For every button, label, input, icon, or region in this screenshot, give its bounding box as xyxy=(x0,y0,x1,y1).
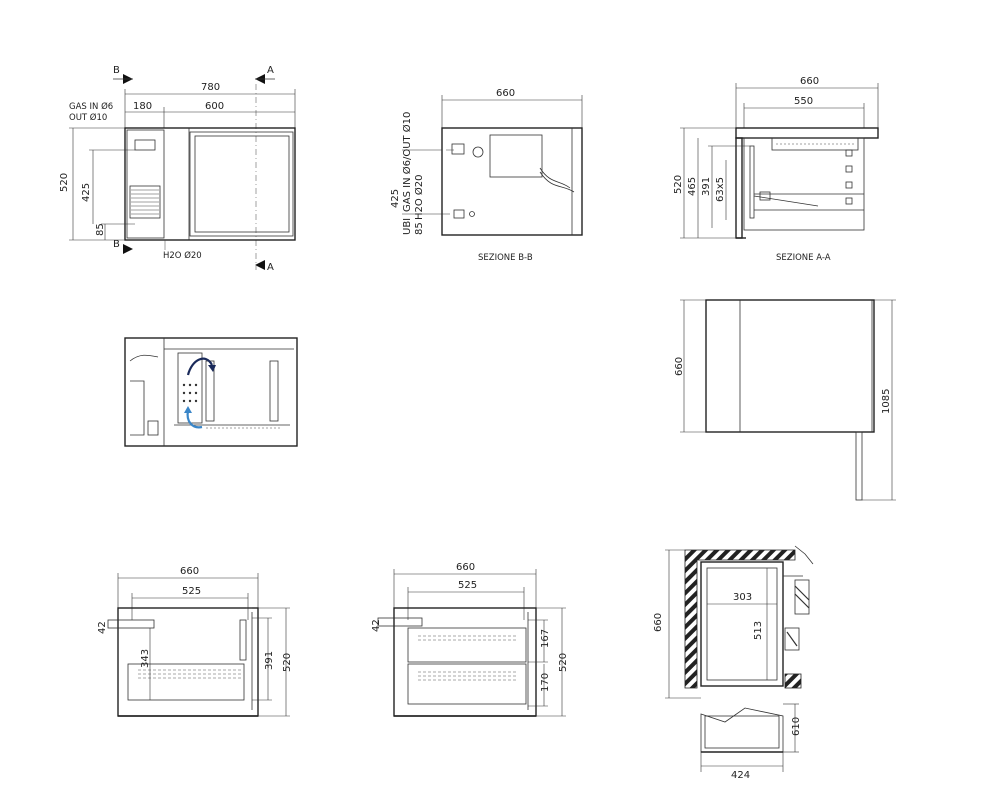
dim-660: 660 xyxy=(674,357,685,376)
upper-drawer xyxy=(407,627,527,663)
plan-view: 303 513 660 610 424 xyxy=(645,540,835,785)
label-out: OUT Ø10 xyxy=(69,112,107,123)
dim-303: 303 xyxy=(733,592,752,603)
airflow-supply-arrow xyxy=(186,410,203,429)
top-plate xyxy=(735,127,879,139)
dim-520: 520 xyxy=(673,175,684,194)
dim-610: 610 xyxy=(791,717,802,736)
dim-660: 660 xyxy=(653,613,664,632)
cabinet-outline xyxy=(124,127,296,241)
dim-550: 550 xyxy=(794,96,813,107)
mark-a-top: A xyxy=(267,65,274,76)
dim-42: 42 xyxy=(97,621,108,634)
dim-513: 513 xyxy=(753,621,764,640)
mark-b-bottom: B xyxy=(113,239,120,250)
dim-520: 520 xyxy=(59,173,70,192)
dim-85: 85 xyxy=(95,223,106,236)
section-arrow-b-bottom xyxy=(123,244,133,254)
vent-grille xyxy=(129,185,161,219)
control-box xyxy=(489,134,543,178)
dim-63x5: 63x5 xyxy=(715,177,726,202)
label-h2o: H2O Ø20 xyxy=(413,174,425,220)
side-section-outline xyxy=(441,127,583,236)
drawer-pulled xyxy=(700,707,784,753)
dim-780: 780 xyxy=(201,82,220,93)
dim-600: 600 xyxy=(205,101,224,112)
dim-85: 85 xyxy=(414,222,425,235)
caption-sezione-aa: SEZIONE A-A xyxy=(776,253,831,263)
mark-a-bottom: A xyxy=(267,262,274,273)
top-view: 660 1085 xyxy=(672,290,902,510)
mark-b-top: B xyxy=(113,65,120,76)
section-arrow-a-bottom xyxy=(255,260,265,270)
basket xyxy=(127,663,245,701)
drawer-rail xyxy=(855,431,863,501)
dim-343: 343 xyxy=(140,649,151,668)
dim-660: 660 xyxy=(800,76,819,87)
dim-425: 425 xyxy=(81,183,92,202)
dim-660: 660 xyxy=(456,562,475,573)
dim-1085: 1085 xyxy=(881,389,892,414)
dim-525: 525 xyxy=(182,586,201,597)
handle xyxy=(107,619,155,629)
dim-42: 42 xyxy=(371,619,382,632)
wall-hatch-left xyxy=(684,549,796,689)
caption-sezione-bb: SEZIONE B-B xyxy=(478,253,533,263)
dim-391: 391 xyxy=(264,651,275,670)
dim-424: 424 xyxy=(731,770,750,781)
airflow-return-arrow xyxy=(186,357,213,376)
section-bb-view: 660 UBI GAS IN Ø6/OUT Ø10 H2O Ø20 425 85… xyxy=(390,80,600,270)
dim-660: 660 xyxy=(496,88,515,99)
dim-660: 660 xyxy=(180,566,199,577)
dim-180: 180 xyxy=(133,101,152,112)
airflow-view xyxy=(122,335,302,450)
dim-167: 167 xyxy=(540,629,551,648)
label-gas-out: GAS IN Ø6/OUT Ø10 xyxy=(401,112,413,212)
dim-520: 520 xyxy=(282,653,293,672)
drawer-section-1: 660 525 42 343 391 520 xyxy=(92,560,302,730)
front-view: B A 780 180 600 GAS IN Ø6 OUT Ø10 520 42… xyxy=(55,60,315,280)
label-gas-in: GAS IN Ø6 xyxy=(69,101,113,112)
dim-525: 525 xyxy=(458,580,477,591)
drawer-section-2: 660 525 42 167 170 520 xyxy=(368,560,578,730)
label-ubi: UBI xyxy=(402,218,413,235)
dim-520: 520 xyxy=(558,653,569,672)
lower-drawer xyxy=(407,663,527,705)
dim-425: 425 xyxy=(390,189,401,208)
label-h2o: H2O Ø20 xyxy=(163,250,202,261)
airflow-outline xyxy=(124,337,298,447)
section-aa-view: 660 550 520 465 391 63x5 SEZIONE A-A xyxy=(668,70,898,270)
handle xyxy=(377,617,423,627)
plan-cabinet xyxy=(700,561,784,687)
top-outline xyxy=(705,299,875,433)
dim-170: 170 xyxy=(540,673,551,692)
dim-465: 465 xyxy=(687,177,698,196)
dim-391: 391 xyxy=(701,177,712,196)
